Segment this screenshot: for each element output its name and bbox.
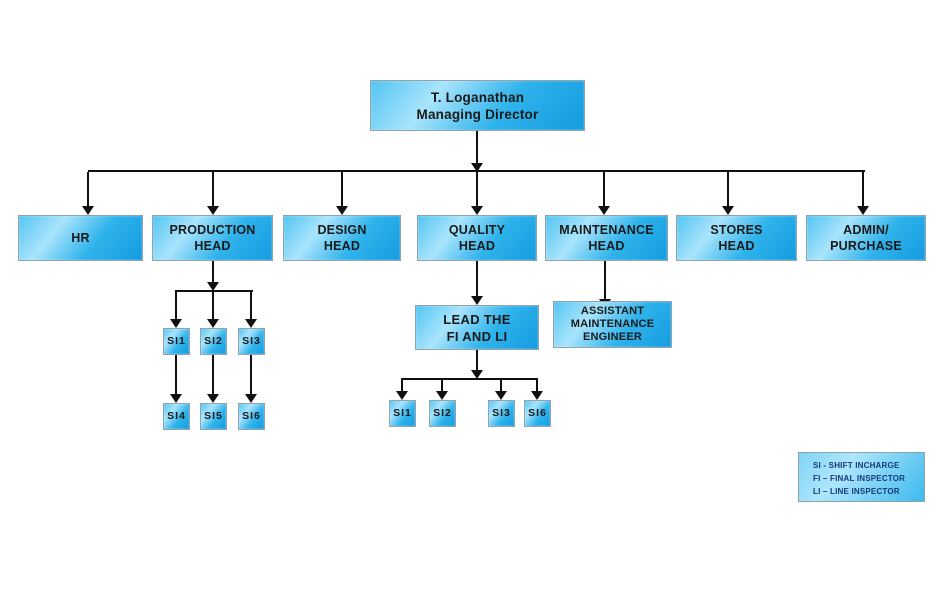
arrowhead-down-icon — [207, 394, 219, 403]
arrowhead-down-icon — [207, 319, 219, 328]
connector-line — [476, 261, 478, 297]
arrowhead-down-icon — [245, 319, 257, 328]
org-node-label: SI4 — [167, 410, 186, 422]
org-node-maintenance: MAINTENANCE HEAD — [545, 215, 668, 261]
connector-line — [212, 261, 214, 283]
arrowhead-down-icon — [471, 206, 483, 215]
org-node-label: PRODUCTION — [169, 223, 256, 237]
arrowhead-down-icon — [207, 206, 219, 215]
connector-line — [476, 172, 478, 207]
org-node-prod-si6: SI6 — [238, 403, 265, 430]
connector-line — [175, 290, 253, 292]
org-node-label: HEAD — [323, 239, 361, 253]
org-node-label: SI2 — [204, 335, 223, 347]
legend-item-fi: FI – FINAL INSPECTOR — [813, 474, 906, 483]
legend-box: SI - SHIFT INCHARGE FI – FINAL INSPECTOR… — [798, 452, 925, 502]
connector-line — [341, 172, 343, 207]
org-node-label: STORES — [710, 223, 763, 237]
arrowhead-down-icon — [471, 370, 483, 379]
connector-line — [175, 292, 177, 320]
legend-item-li: LI – LINE INSPECTOR — [813, 487, 900, 496]
org-node-label: HEAD — [458, 239, 496, 253]
org-node-design: DESIGN HEAD — [283, 215, 401, 261]
arrowhead-down-icon — [82, 206, 94, 215]
connector-line — [604, 261, 606, 299]
connector-line — [175, 355, 177, 395]
org-node-stores: STORES HEAD — [676, 215, 797, 261]
org-node-label: Managing Director — [416, 106, 539, 122]
org-node-prod-si3: SI3 — [238, 328, 265, 355]
arrowhead-down-icon — [857, 206, 869, 215]
connector-line — [401, 380, 403, 392]
arrowhead-down-icon — [396, 391, 408, 400]
org-node-prod-si5: SI5 — [200, 403, 227, 430]
org-node-label: DESIGN — [317, 223, 367, 237]
org-node-prod-si2: SI2 — [200, 328, 227, 355]
org-node-label: MAINTENANCE — [559, 223, 654, 237]
org-node-label: SI6 — [528, 407, 547, 419]
org-node-label: SI6 — [242, 410, 261, 422]
arrowhead-down-icon — [471, 296, 483, 305]
org-node-label: ENGINEER — [582, 331, 643, 343]
connector-line — [250, 292, 252, 320]
connector-line — [476, 131, 478, 171]
connector-line — [212, 292, 214, 320]
arrowhead-down-icon — [336, 206, 348, 215]
org-node-quality: QUALITY HEAD — [417, 215, 537, 261]
org-node-label: T. Loganathan — [430, 89, 525, 105]
arrowhead-down-icon — [170, 319, 182, 328]
org-node-admin: ADMIN/PURCHASE — [806, 215, 926, 261]
connector-line — [476, 350, 478, 371]
org-node-qual-si1: SI1 — [389, 400, 416, 427]
connector-line — [87, 172, 89, 207]
arrowhead-down-icon — [495, 391, 507, 400]
connector-line — [212, 355, 214, 395]
legend-item-si: SI - SHIFT INCHARGE — [813, 461, 900, 470]
org-node-label: SI1 — [393, 407, 412, 419]
org-node-label: PURCHASE — [830, 239, 902, 253]
arrowhead-down-icon — [436, 391, 448, 400]
org-node-label: HEAD — [194, 239, 231, 253]
org-node-label: ASSISTANT — [580, 305, 645, 317]
org-node-label: QUALITY — [448, 223, 506, 237]
org-node-qual-si3: SI3 — [488, 400, 515, 427]
org-node-label: MAINTENANCE — [570, 318, 655, 330]
arrowhead-down-icon — [170, 394, 182, 403]
org-node-label: HR — [71, 231, 90, 245]
connector-line — [401, 378, 538, 380]
org-node-hr: HR — [18, 215, 143, 261]
org-node-qual-si2: SI2 — [429, 400, 456, 427]
connector-line — [212, 172, 214, 207]
org-node-label: SI2 — [433, 407, 452, 419]
connector-line — [727, 172, 729, 207]
connector-line — [603, 172, 605, 207]
org-node-label: SI3 — [242, 335, 261, 347]
org-node-label: FI AND LI — [446, 328, 508, 344]
org-node-prod-si1: SI1 — [163, 328, 190, 355]
org-node-label: SI1 — [167, 335, 186, 347]
org-node-label: SI5 — [204, 410, 223, 422]
org-node-label: ADMIN/ — [843, 223, 889, 237]
org-node-prod-si4: SI4 — [163, 403, 190, 430]
arrowhead-down-icon — [245, 394, 257, 403]
org-node-production: PRODUCTION HEAD — [152, 215, 273, 261]
arrowhead-down-icon — [722, 206, 734, 215]
arrowhead-down-icon — [531, 391, 543, 400]
org-node-label: HEAD — [718, 239, 755, 253]
connector-line — [250, 355, 252, 395]
connector-line — [862, 172, 864, 207]
arrowhead-down-icon — [598, 206, 610, 215]
arrowhead-down-icon — [471, 163, 483, 172]
org-node-label: LEAD THE — [443, 311, 511, 327]
org-node-qual-si6: SI6 — [524, 400, 551, 427]
org-node-label: SI3 — [492, 407, 511, 419]
org-node-label: HEAD — [588, 239, 625, 253]
connector-line — [500, 380, 502, 392]
arrowhead-down-icon — [207, 282, 219, 291]
connector-line — [441, 380, 443, 392]
connector-line — [536, 380, 538, 392]
